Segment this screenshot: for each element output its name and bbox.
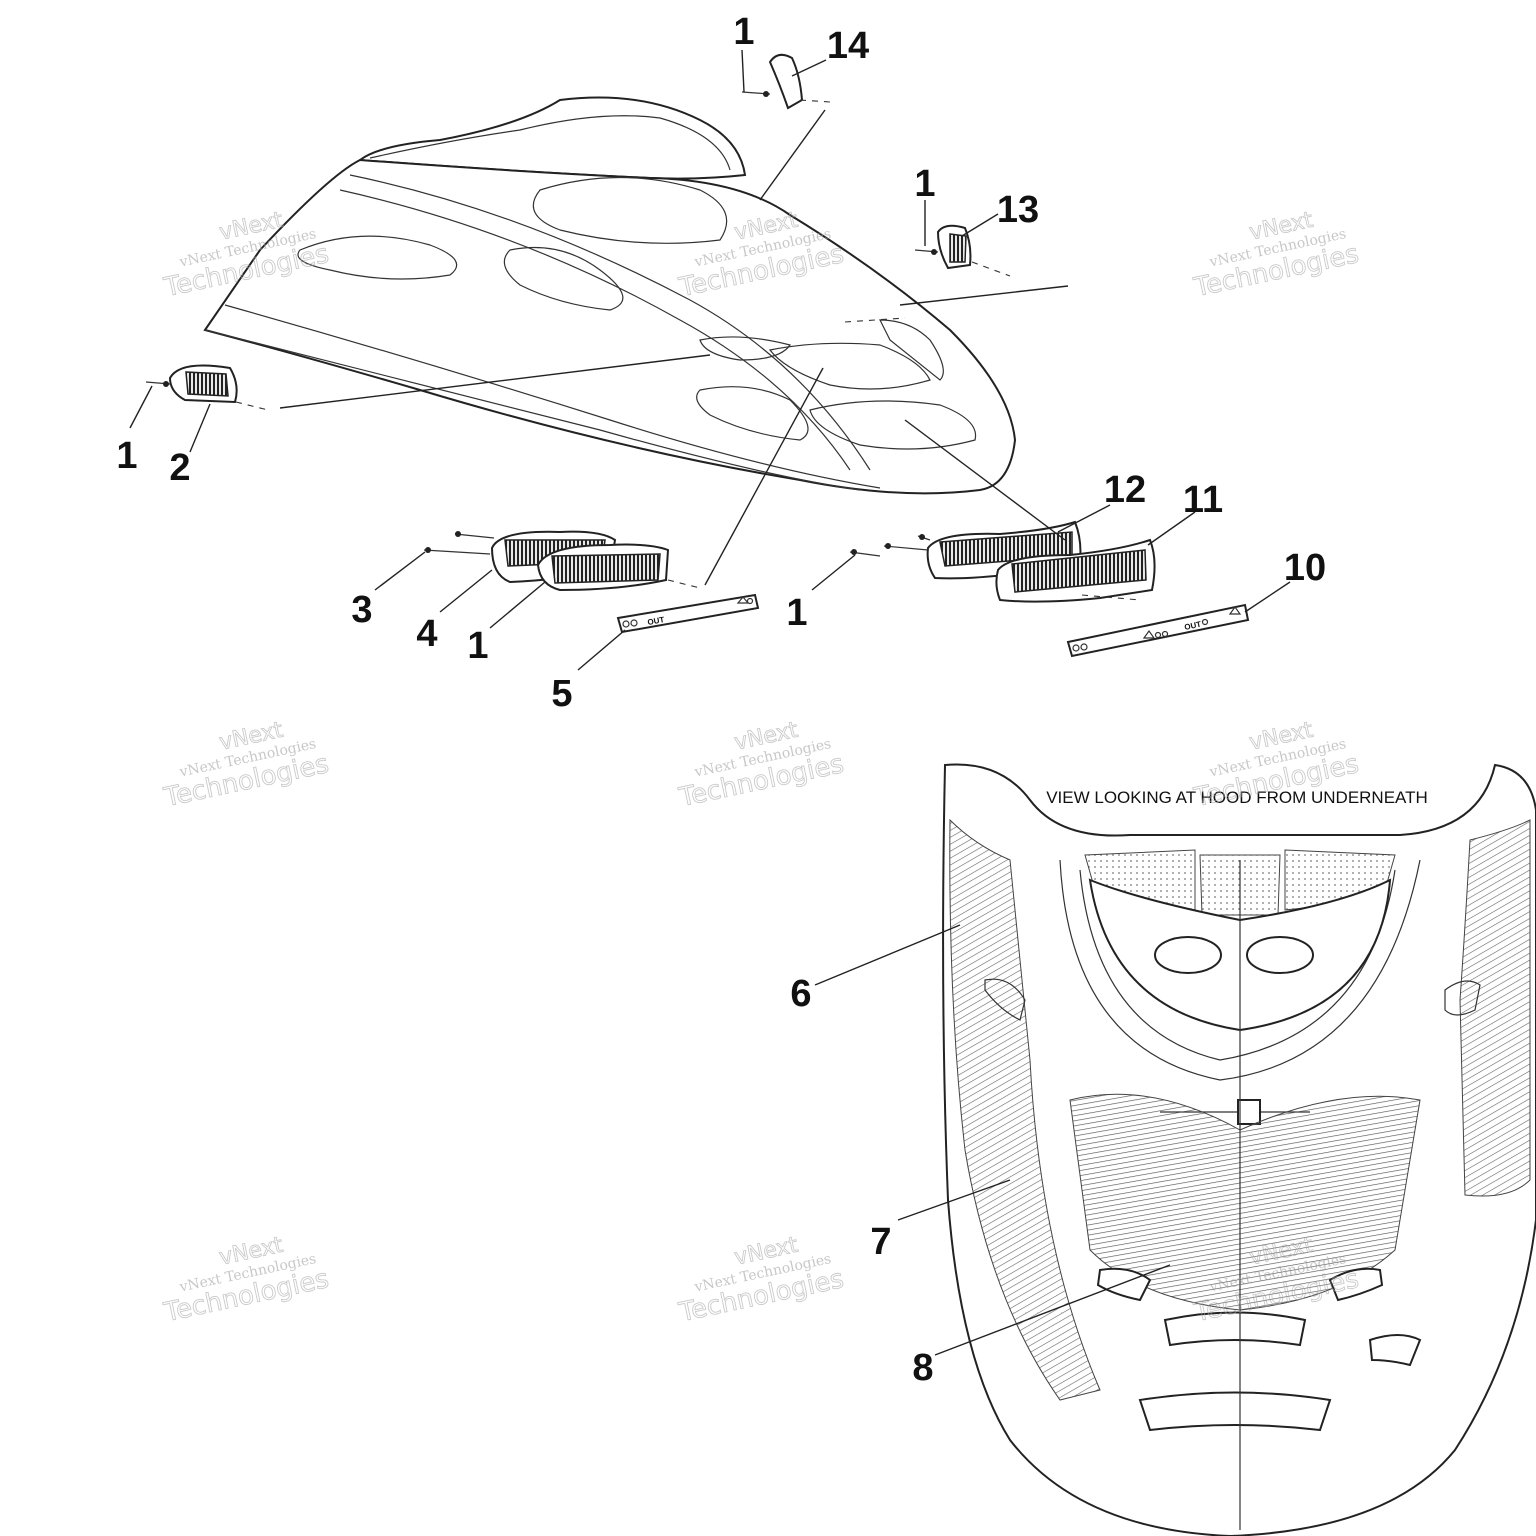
part-10-decal: OUT [1066,603,1250,658]
callout-4: 1 [467,625,488,667]
callout-1-left-grille: 3 [351,589,372,631]
parts-3-4-grilles [423,367,824,592]
part-14-bracket [741,53,831,201]
part-2-vent [145,354,711,411]
decal-5-text: OUT [647,615,665,627]
hood-underside-view [942,763,1536,1536]
parts-11-12-grilles [849,419,1156,603]
callout-1-left: 1 [116,435,137,477]
callout-12: 12 [1104,469,1146,511]
watermark: vNext vNext Technologies Technologies [160,1232,331,1329]
leader-lines [129,49,1291,671]
callout-13: 13 [997,189,1039,231]
callout-11: 11 [1183,479,1223,521]
view-caption: VIEW LOOKING AT HOOD FROM UNDERNEATH [1046,788,1428,807]
callout-2: 2 [169,447,190,489]
watermark: vNext vNext Technologies Technologies [675,1232,846,1329]
decal-10-text: OUT [1184,620,1202,632]
watermark: vNext vNext Technologies Technologies [160,717,331,814]
callout-3: 4 [416,613,437,655]
hood-body [203,158,1017,495]
part-5-decal: OUT [616,593,760,634]
callout-labels: 1 14 1 13 1 2 12 11 1 3 4 1 10 5 6 7 8 [116,11,1326,1389]
callout-7: 7 [870,1221,891,1263]
callout-1-top: 1 [733,11,754,53]
callout-5: 5 [551,673,572,715]
callout-1-right-grille: 1 [786,592,807,634]
watermark: vNext vNext Technologies Technologies [1190,207,1361,304]
callout-6: 6 [790,973,811,1015]
callout-10: 10 [1284,547,1326,589]
callout-14: 14 [827,25,869,67]
watermark: vNext vNext Technologies Technologies [675,717,846,814]
callout-8: 8 [912,1347,933,1389]
callout-1-upper-right: 1 [914,163,935,205]
underside-leaders [814,924,1171,1356]
hood-top-view [203,96,1017,495]
